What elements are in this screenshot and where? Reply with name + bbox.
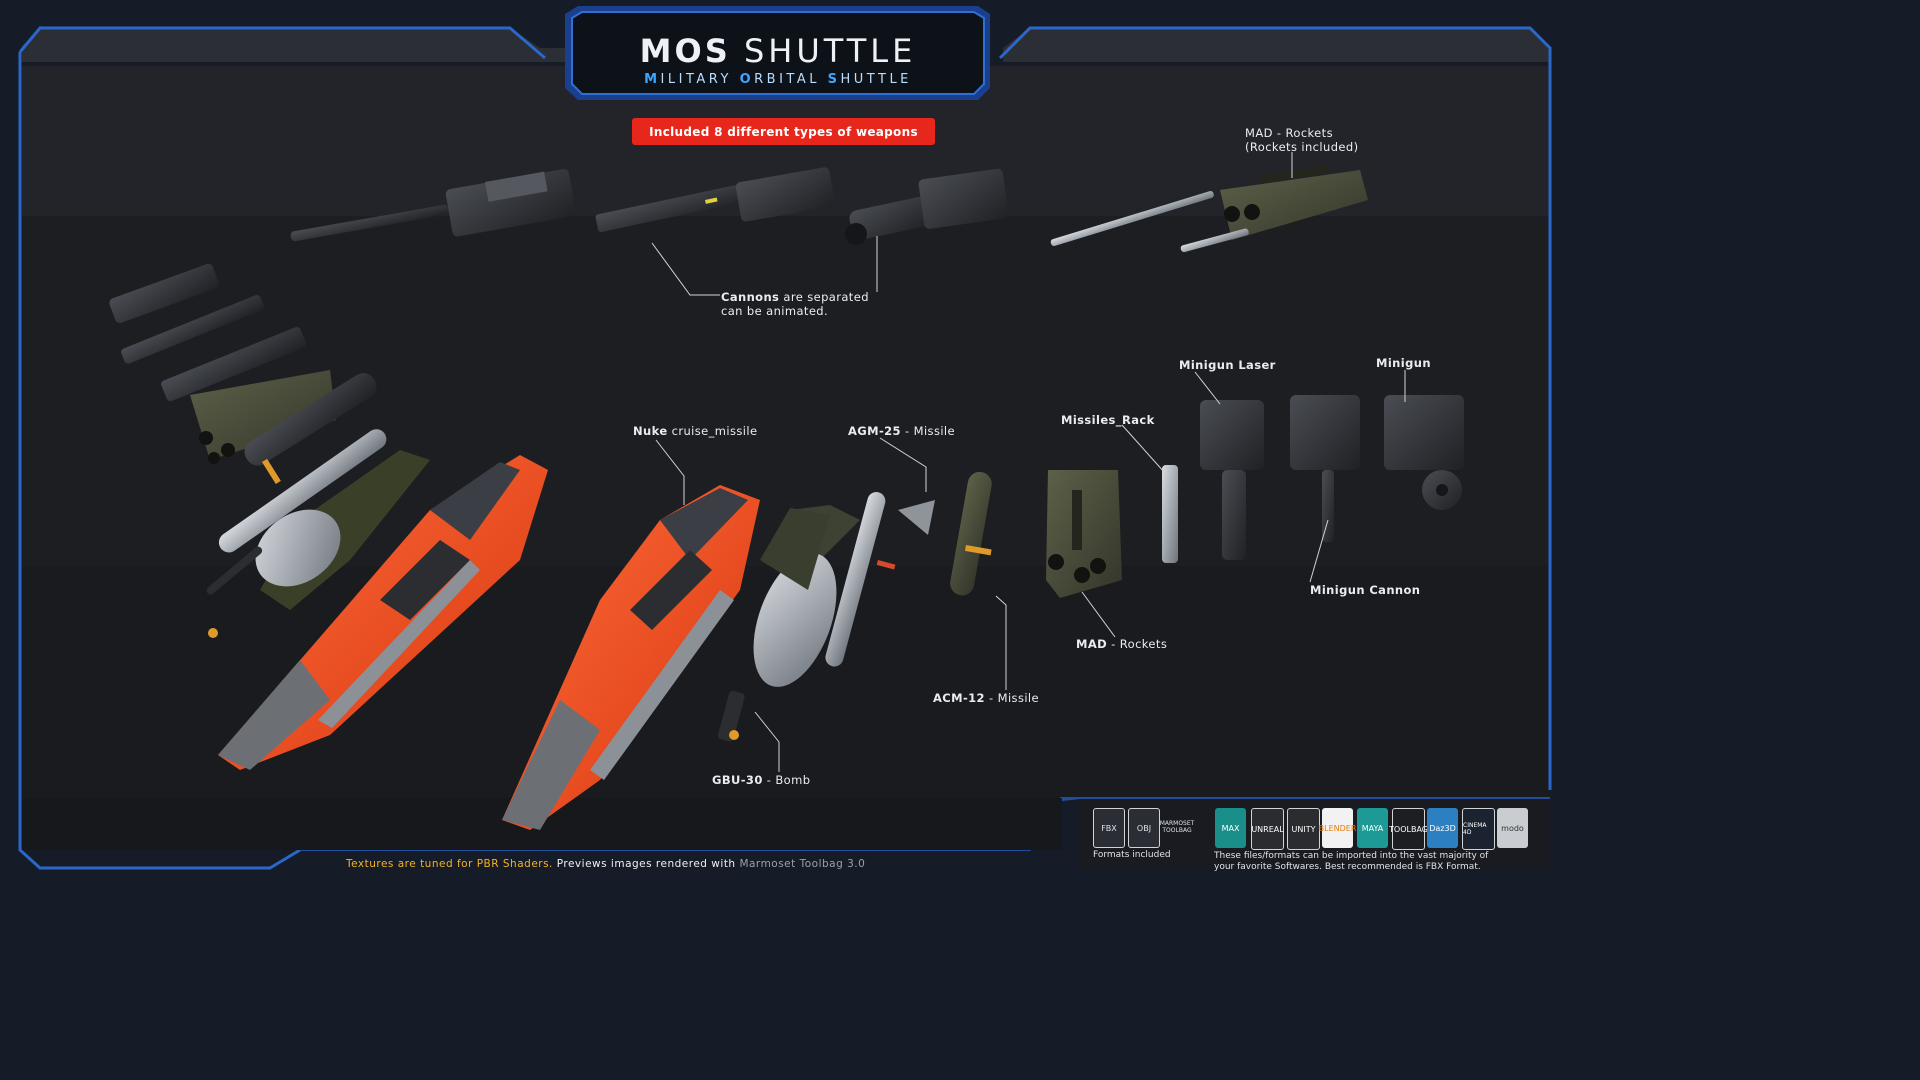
footer-render-note: Textures are tuned for PBR Shaders. Prev… bbox=[346, 858, 866, 870]
cinema4d-icon: CINEMA 4D bbox=[1462, 808, 1495, 850]
software-caption-line2: your favorite Softwares. Best recommende… bbox=[1214, 862, 1481, 872]
frame-outline bbox=[22, 28, 565, 62]
marmoset-format-icon: MARMOSET TOOLBAG bbox=[1159, 820, 1195, 834]
showcase-canvas: MOS SHUTTLE MILITARY ORBITAL SHUTTLE Inc… bbox=[18, 6, 1552, 872]
missiles-rack-model bbox=[1162, 465, 1178, 563]
acm-12-missile-model bbox=[950, 471, 992, 596]
maya-icon: MAYA bbox=[1357, 808, 1388, 848]
fbx-format-icon: FBX bbox=[1093, 808, 1125, 848]
gbu-30-bomb-model bbox=[717, 505, 860, 742]
page-subtitle: MILITARY ORBITAL SHUTTLE bbox=[644, 72, 912, 87]
label-missiles-rack: Missiles_Rack bbox=[1061, 413, 1155, 427]
weapons-count-badge: Included 8 different types of weapons bbox=[632, 118, 935, 145]
modo-icon: modo bbox=[1497, 808, 1528, 848]
agm-25-missile-model bbox=[825, 492, 935, 667]
mad-rockets-top-model bbox=[1050, 165, 1368, 253]
page-title: MOS SHUTTLE bbox=[639, 32, 917, 70]
minigun-model bbox=[1384, 395, 1464, 510]
label-gbu-30: GBU-30 - Bomb bbox=[712, 773, 811, 787]
leader-lines bbox=[651, 152, 1406, 772]
cannon-right-model bbox=[845, 168, 1009, 245]
daz3d-icon: Daz3D bbox=[1427, 808, 1458, 848]
shuttle-center-model bbox=[502, 485, 760, 830]
minigun-laser-model bbox=[1200, 400, 1264, 560]
unreal-icon: UNREAL bbox=[1251, 808, 1284, 850]
cannon-middle-model bbox=[595, 167, 835, 233]
3ds-max-icon: MAX bbox=[1215, 808, 1246, 848]
minigun-cannon-model bbox=[1290, 395, 1360, 542]
label-mad-rockets-top: MAD - Rockets (Rockets included) bbox=[1245, 126, 1359, 154]
label-acm-12: ACM-12 - Missile bbox=[933, 691, 1039, 705]
label-nuke-cruise-missile: Nuke cruise_missile bbox=[633, 424, 758, 438]
title-plate-text: MOS SHUTTLE MILITARY ORBITAL SHUTTLE bbox=[568, 10, 988, 96]
label-minigun: Minigun bbox=[1376, 356, 1431, 370]
label-minigun-laser: Minigun Laser bbox=[1179, 358, 1276, 372]
formats-caption: Formats included bbox=[1093, 850, 1171, 860]
mad-rockets-center-model bbox=[1046, 470, 1122, 598]
cannon-left-model bbox=[290, 169, 576, 242]
blender-icon: BLENDER bbox=[1319, 808, 1356, 848]
software-caption-line1: These files/formats can be imported into… bbox=[1214, 851, 1489, 861]
label-agm-25: AGM-25 - Missile bbox=[848, 424, 955, 438]
unity-icon: UNITY bbox=[1287, 808, 1320, 850]
label-mad-rockets: MAD - Rockets bbox=[1076, 637, 1168, 651]
label-cannons: Cannons are separated can be animated. bbox=[721, 290, 869, 318]
shuttle-left-model bbox=[218, 455, 548, 770]
obj-format-icon: OBJ bbox=[1128, 808, 1160, 848]
label-minigun-cannon: Minigun Cannon bbox=[1310, 583, 1421, 597]
toolbag-icon: TOOLBAG bbox=[1389, 808, 1428, 850]
left-weapons-stack-model bbox=[109, 263, 430, 638]
